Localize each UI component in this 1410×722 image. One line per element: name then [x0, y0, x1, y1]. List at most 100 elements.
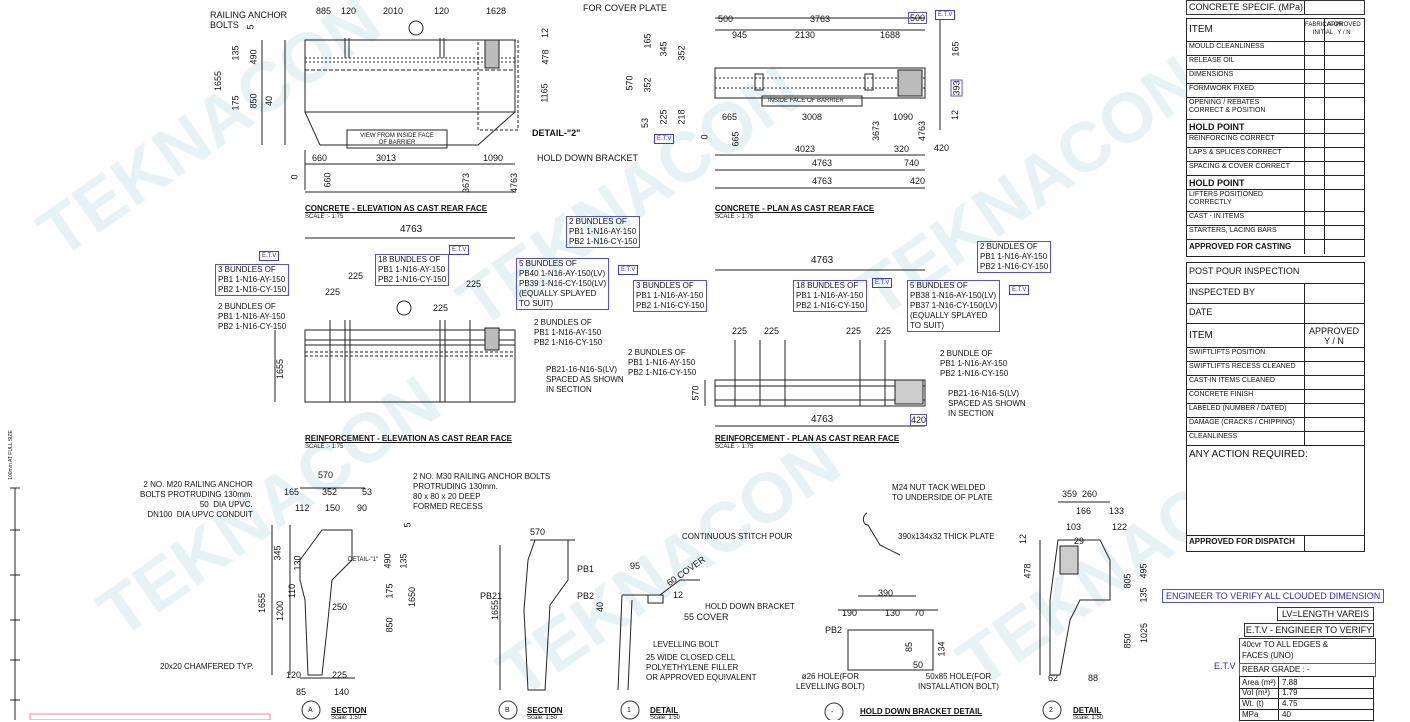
approved-cell[interactable]: [1325, 120, 1363, 134]
dim: 4763: [811, 255, 834, 266]
dispatch-label: APPROVED FOR DISPATCH: [1189, 537, 1295, 546]
hold-bracket-shape: [862, 512, 901, 556]
property-key: Wt. (t): [1242, 699, 1264, 708]
dim: 40: [595, 601, 606, 613]
fabricator-initial-cell[interactable]: [1305, 42, 1323, 56]
property-value: 4.75: [1282, 699, 1298, 708]
approved-cell[interactable]: [1325, 148, 1363, 162]
dim: 166: [1076, 506, 1092, 516]
dim: 225: [876, 326, 892, 336]
dim: 0: [699, 134, 710, 140]
dim: 85: [296, 687, 307, 697]
post-pour-item-row: DAMAGE (CRACKS / CHIPPING): [1187, 417, 1364, 432]
fabricator-initial-cell[interactable]: [1305, 56, 1323, 70]
dim: 570: [318, 470, 334, 480]
approved-cell[interactable]: [1325, 212, 1363, 226]
dispatch-row: APPROVED FOR DISPATCH: [1187, 535, 1364, 551]
reinf-plan-title: REINFORCEMENT - PLAN AS CAST REAR FACE: [715, 434, 900, 443]
checklist-row: REINFORCING CORRECT: [1187, 133, 1364, 148]
dim: 1025: [1139, 622, 1150, 644]
fabricator-initial-cell[interactable]: [1305, 98, 1323, 120]
fabricator-initial-cell[interactable]: [1305, 70, 1323, 84]
stitch-note: CONTINUOUS STITCH POUR: [682, 532, 793, 541]
section-marker: B: [505, 707, 510, 714]
checklist-row: RELEASE OIL: [1187, 55, 1364, 70]
post-pour-approved-cell[interactable]: [1305, 348, 1363, 362]
dim: 95: [630, 561, 641, 571]
dim: 12: [673, 590, 684, 600]
checklist-header: ITEM FABRICATOR INITIAL APPROVED Y / N: [1187, 19, 1364, 41]
fabricator-initial-cell[interactable]: [1305, 134, 1323, 148]
checklist-item-label: FORMWORK FIXED: [1189, 85, 1254, 92]
approved-cell[interactable]: [1325, 240, 1363, 254]
dim: 490: [382, 553, 393, 569]
checklist-item-label: HOLD POINT: [1189, 122, 1245, 132]
post-pour-item-row: LABELED (NUMBER / DATED): [1187, 403, 1364, 418]
approved-cell[interactable]: [1325, 98, 1363, 120]
lv-note: LV=LENGTH VAREIS: [1277, 607, 1374, 621]
scale-label: Scale: 1:50: [331, 715, 362, 721]
hold-detail-title: HOLD DOWN BRACKET DETAIL: [860, 707, 983, 716]
dim: 665: [730, 131, 741, 147]
detail-1-title: DETAIL: [650, 706, 679, 715]
title-block-edge: [29, 713, 271, 720]
approved-cell[interactable]: [1325, 226, 1363, 240]
chamfer-note: 20x20 CHAMFERED TYP.: [160, 662, 254, 671]
fabricator-initial-cell[interactable]: [1305, 148, 1323, 162]
dim: 150: [325, 503, 341, 513]
dim: 490: [248, 49, 259, 65]
fabricator-initial-cell[interactable]: [1305, 162, 1323, 176]
header-approved: APPROVED Y / N: [1327, 22, 1361, 36]
fabricator-initial-cell[interactable]: [1305, 120, 1323, 134]
post-pour-approved-cell[interactable]: [1305, 432, 1363, 446]
fabricator-initial-cell[interactable]: [1305, 84, 1323, 98]
fabricator-initial-cell[interactable]: [1305, 226, 1323, 240]
scale-label: SCALE :- 1:75: [715, 214, 754, 220]
checklist-row: SPACING & COVER CORRECT: [1187, 161, 1364, 176]
dim: 570: [530, 527, 546, 537]
dim: 478: [1022, 563, 1033, 579]
section-marker: -: [831, 709, 834, 716]
fabricator-initial-cell[interactable]: [1305, 190, 1323, 212]
dim: 135: [1138, 587, 1149, 603]
post-pour-approved-cell[interactable]: [1305, 376, 1363, 390]
etv-tag: E.T.V: [872, 278, 893, 288]
approved-cell[interactable]: [1325, 70, 1363, 84]
approved-cell[interactable]: [1325, 176, 1363, 190]
bundle-note: 2 BUNDLE OF PB1 1-N16-AY-150 PB2 1-N16-C…: [940, 349, 1009, 378]
dim: 134: [936, 641, 947, 657]
detail-1-callout: DETAIL-"1": [348, 557, 379, 563]
approved-cell[interactable]: [1325, 56, 1363, 70]
dim: 120: [286, 670, 302, 680]
fabricator-initial-cell[interactable]: [1305, 176, 1323, 190]
approved-cell[interactable]: [1325, 190, 1363, 212]
pb-label: PB2: [825, 625, 843, 635]
approved-cell[interactable]: [1325, 42, 1363, 56]
dim: 570: [624, 75, 635, 91]
checklist-row: MOULD CLEANLINESS: [1187, 41, 1364, 56]
post-pour-approved-cell[interactable]: [1305, 362, 1363, 376]
dim: 2010: [383, 6, 404, 16]
dim: 4763: [811, 414, 834, 425]
dim: 1655: [275, 358, 286, 380]
checklist-row: LIFTERS POSITIONED CORRECTLY: [1187, 189, 1364, 212]
dim: 260: [1082, 489, 1098, 499]
post-pour-item-label: DAMAGE (CRACKS / CHIPPING): [1189, 419, 1295, 426]
fabricator-initial-cell[interactable]: [1305, 240, 1323, 254]
post-pour-approved-cell[interactable]: [1305, 418, 1363, 432]
etv-tag: E.T.V: [1009, 285, 1030, 295]
post-pour-approved-cell[interactable]: [1305, 390, 1363, 404]
header-fab: FABRICATOR INITIAL: [1305, 22, 1343, 36]
checklist-item-label: REINFORCING CORRECT: [1189, 135, 1275, 142]
bundle-note: 3 BUNDLES OF PB1 1-N16-AY-150 PB2 1-N16-…: [215, 264, 290, 296]
approved-cell[interactable]: [1325, 162, 1363, 176]
approved-cell[interactable]: [1325, 134, 1363, 148]
post-pour-label: POST POUR INSPECTION: [1189, 266, 1300, 276]
approved-cell[interactable]: [1325, 84, 1363, 98]
post-pour-approved-cell[interactable]: [1305, 404, 1363, 418]
filler-note: 25 WIDE CLOSED CELL POLYETHYLENE FILLER …: [646, 653, 757, 682]
section-a-note-left: 2 NO. M20 RAILING ANCHOR BOLTS PROTRUDIN…: [140, 480, 253, 519]
checklist-row: HOLD POINT: [1187, 119, 1364, 134]
fabricator-initial-cell[interactable]: [1305, 212, 1323, 226]
